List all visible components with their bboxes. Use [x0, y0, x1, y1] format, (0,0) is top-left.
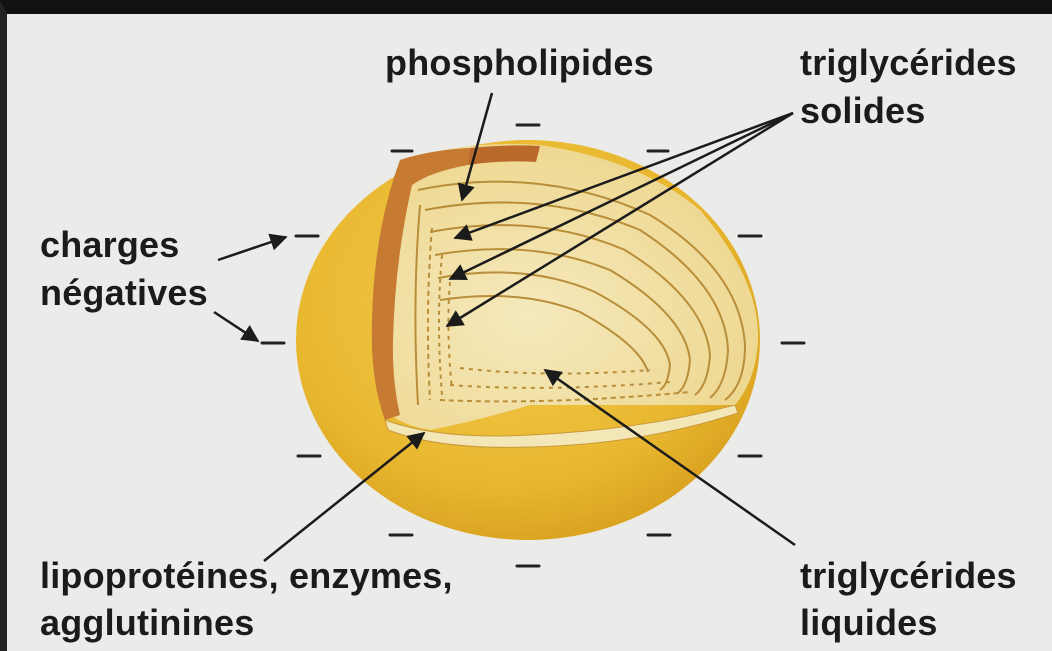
label-triglycerides-liquides-line2: liquides: [800, 600, 938, 646]
label-triglycerides-solides-line2: solides: [800, 88, 925, 134]
label-triglycerides-solides-line1: triglycérides: [800, 40, 1017, 86]
label-charges-negatives-line2: négatives: [40, 270, 208, 316]
label-triglycerides-liquides-line1: triglycérides: [800, 553, 1017, 599]
label-phospholipides: phospholipides: [385, 40, 654, 86]
arrow-charges-1: [218, 237, 286, 260]
label-lipoproteines-line1: lipoprotéines, enzymes,: [40, 553, 453, 599]
label-lipoproteines-line2: agglutinines: [40, 600, 254, 646]
arrow-charges-2: [214, 312, 258, 341]
label-charges-negatives-line1: charges: [40, 222, 179, 268]
